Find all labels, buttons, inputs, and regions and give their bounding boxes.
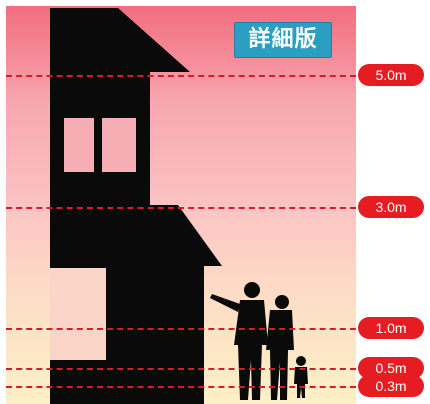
depth-line-3-0m xyxy=(6,207,356,209)
depth-line-0-3m xyxy=(6,386,356,388)
child-silhouette xyxy=(294,356,308,398)
depth-line-1-0m xyxy=(6,328,356,330)
depth-line-0-5m xyxy=(6,368,356,370)
depth-label-0-3m: 0.3m xyxy=(358,375,424,397)
house-window-left xyxy=(64,118,94,172)
depth-label-1-0m: 1.0m xyxy=(358,317,424,339)
house-lower-cutout xyxy=(50,268,106,360)
adult-silhouette-left xyxy=(210,282,268,400)
depth-label-3-0m: 3.0m xyxy=(358,196,424,218)
depth-line-5-0m xyxy=(6,75,356,77)
adult-silhouette-right xyxy=(266,295,294,400)
detailed-version-badge: 詳細版 xyxy=(234,22,332,58)
house-upper-floor xyxy=(50,8,190,205)
depth-label-5-0m: 5.0m xyxy=(358,64,424,86)
depth-label-0-5m: 0.5m xyxy=(358,357,424,379)
house-window-right xyxy=(102,118,136,172)
